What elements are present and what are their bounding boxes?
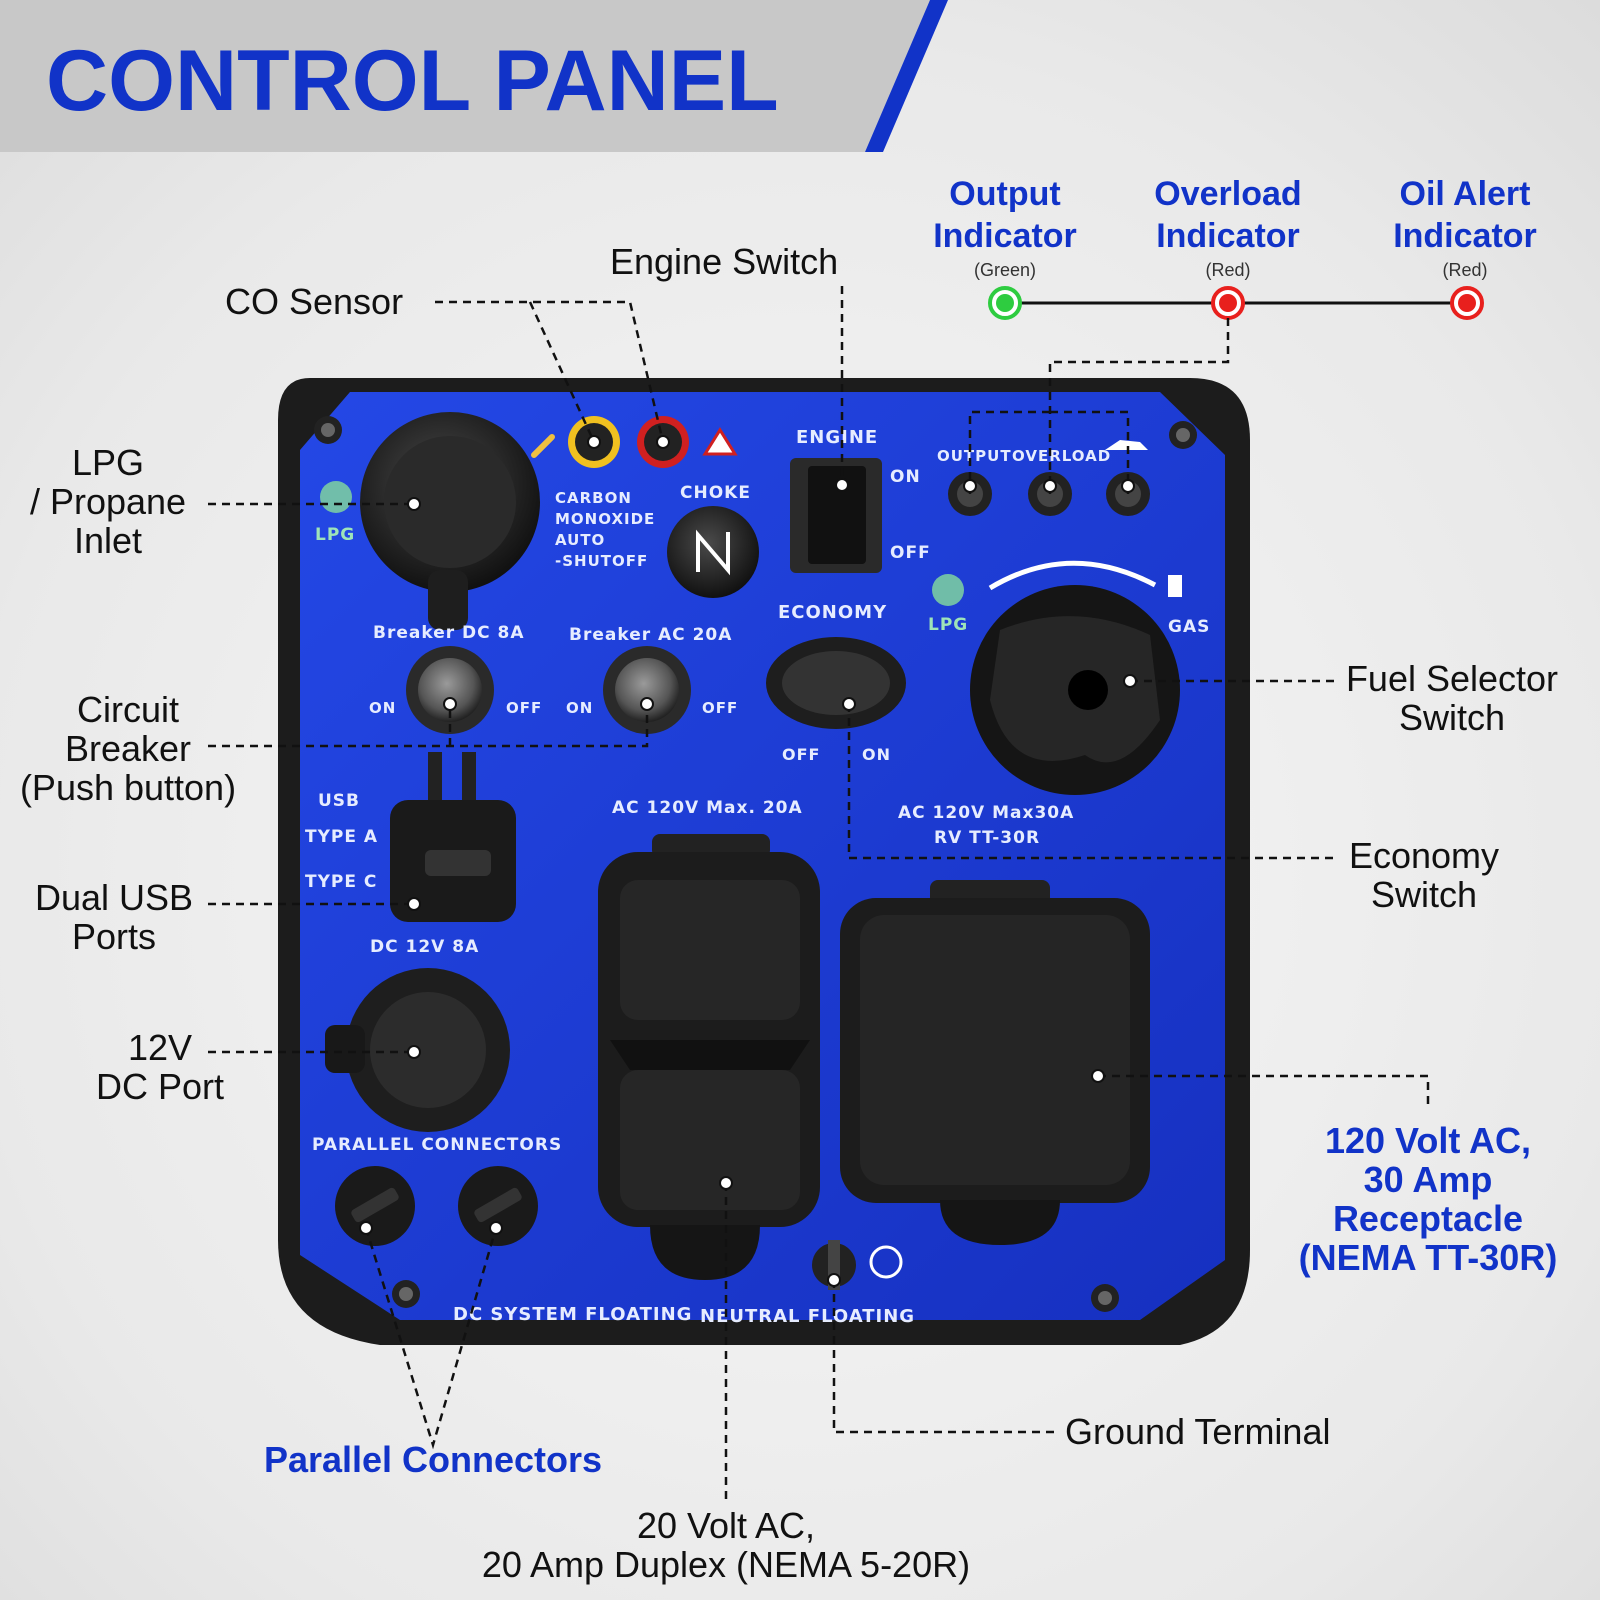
screw-icon [314,416,342,444]
engine-on-label: ON [890,467,921,487]
breaker-dc-on: ON [369,699,396,717]
oil-can-icon [1105,440,1148,450]
output-indicator-color: (Green) [974,260,1036,280]
callout-lpg-1: LPG [72,442,144,483]
fuel-arrow-icon [988,560,1157,591]
overload-indicator-title-1: Overload [1154,175,1301,213]
callout-economy-1: Economy [1349,835,1499,876]
ac-30a-label-2: RV TT-30R [934,828,1040,848]
header-banner [0,0,930,152]
usb-type-c-label: TYPE C [305,872,377,892]
callout-tt30-3: Receptacle [1333,1198,1523,1239]
economy-off-label: OFF [782,745,820,764]
screw-icon [392,1280,420,1308]
callout-usb-2: Ports [72,916,156,957]
callout-co-sensor: CO Sensor [225,281,403,322]
choke-icon [696,529,730,576]
callout-tt30-2: 30 Amp [1364,1159,1493,1200]
callout-dc-port-2: DC Port [96,1066,224,1107]
callout-breaker-2: Breaker [65,728,191,769]
panel-label-neutral-floating: NEUTRAL FLOATING [700,1306,915,1327]
leader-lines [208,286,1430,1505]
panel-label-dc-floating: DC SYSTEM FLOATING [453,1304,692,1325]
oil-alert-indicator-color: (Red) [1442,260,1487,280]
breaker-ac-off: OFF [702,699,738,717]
oil-alert-indicator-title-1: Oil Alert [1400,175,1531,213]
panel-label-output: OUTPUT [937,447,1012,465]
callout-breaker-1: Circuit [77,689,179,730]
co-label-4: -SHUTOFF [555,552,648,570]
breaker-dc-label: Breaker DC 8A [373,623,525,643]
co-label-2: MONOXIDE [555,510,655,528]
callout-fuel-1: Fuel Selector [1346,658,1558,699]
callout-fuel-2: Switch [1399,697,1505,738]
overload-indicator-title-2: Indicator [1156,217,1300,255]
ac-30a-label-1: AC 120V Max30A [898,803,1074,823]
gas-pump-icon [1168,575,1182,597]
callout-dc-port-1: 12V [128,1027,192,1068]
fuel-lpg-label: LPG [928,615,968,635]
page-title: CONTROL PANEL [46,33,779,129]
callout-lpg-2: / Propane [30,481,186,522]
lpg-icon [320,481,352,513]
warning-icon [702,427,738,456]
panel-label-engine: ENGINE [796,427,878,448]
co-label-1: CARBON [555,489,632,507]
ac-20a-label: AC 120V Max. 20A [612,798,803,818]
fuel-gas-label: GAS [1168,617,1210,637]
callout-economy-2: Switch [1371,874,1477,915]
co-label-3: AUTO [555,531,605,549]
callout-usb-1: Dual USB [35,877,193,918]
callout-engine-switch: Engine Switch [610,241,838,282]
engine-off-label: OFF [890,543,931,563]
wrench-icon [531,434,555,458]
breaker-dc-off: OFF [506,699,542,717]
usb-type-a-label: TYPE A [305,827,378,847]
callout-tt30-1: 120 Volt AC, [1325,1120,1531,1161]
breaker-ac-label: Breaker AC 20A [569,625,732,645]
callout-dots [359,435,1137,1287]
panel-label-choke: CHOKE [680,483,751,503]
panel-label-lpg: LPG [315,525,355,545]
screw-icon [1091,1284,1119,1312]
usb-label: USB [318,791,360,811]
screw-icon [1169,421,1197,449]
callout-lpg-3: Inlet [74,520,142,561]
panel-label-overload: OVERLOAD [1012,447,1111,465]
panel-label-parallel: PARALLEL CONNECTORS [312,1135,562,1155]
lpg-inlet-cap-strap [428,570,468,630]
header-slash [865,0,948,152]
overload-indicator-color: (Red) [1205,260,1250,280]
callout-ground-terminal: Ground Terminal [1065,1411,1330,1452]
output-indicator-title-1: Output [949,175,1060,213]
panel-label-economy: ECONOMY [778,602,887,623]
output-indicator-title-2: Indicator [933,217,1077,255]
callout-duplex-2: 20 Amp Duplex (NEMA 5-20R) [482,1544,970,1585]
ground-icon [869,1245,903,1279]
callout-duplex-1: 20 Volt AC, [637,1505,815,1546]
callout-tt30-4: (NEMA TT-30R) [1299,1237,1558,1278]
breaker-ac-on: ON [566,699,593,717]
oil-alert-indicator-title-2: Indicator [1393,217,1537,255]
dc-12v-label: DC 12V 8A [370,937,479,957]
economy-on-label: ON [862,745,891,764]
lpg-fuel-icon [932,574,964,606]
callout-breaker-3: (Push button) [20,767,236,808]
